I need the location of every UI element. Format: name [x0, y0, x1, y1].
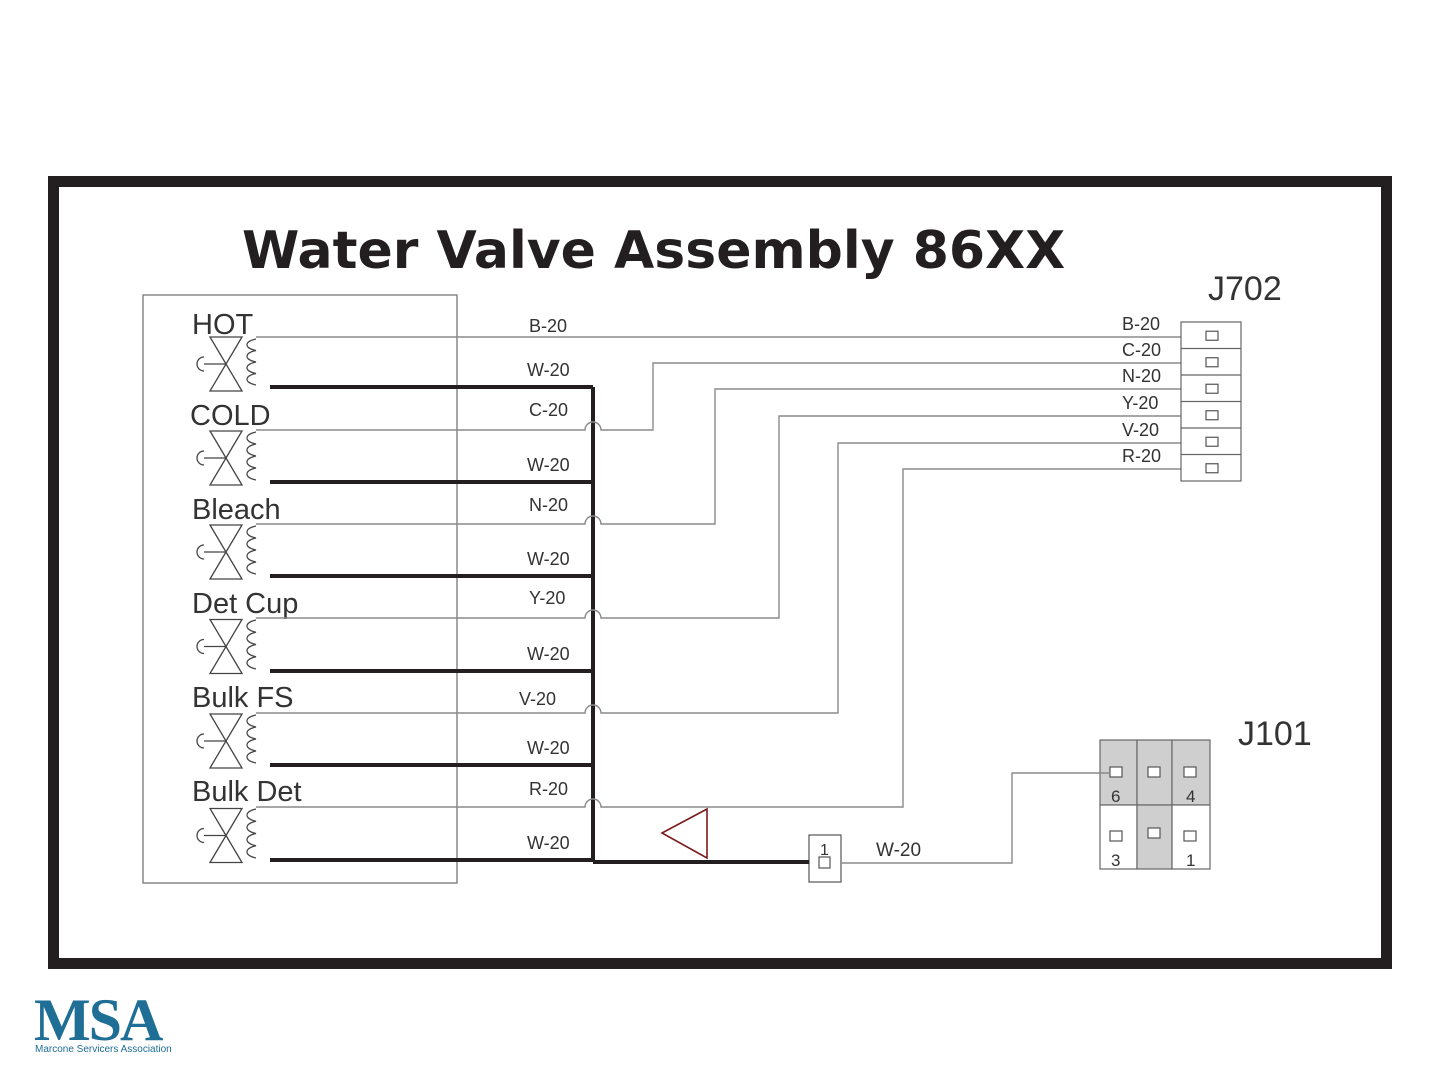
logo-mark: MSA	[34, 990, 161, 1050]
j702-label: J702	[1208, 270, 1282, 308]
j702-pin	[1206, 331, 1218, 340]
j702-pin	[1206, 464, 1218, 473]
splice-connector: 1	[809, 835, 841, 882]
return-wire-label: W-20	[527, 455, 570, 475]
solenoid-valve-icon	[197, 809, 256, 863]
j702-pin	[1206, 437, 1218, 446]
signal-wire	[256, 416, 1181, 618]
return-wire-label: W-20	[527, 833, 570, 853]
signal-wire-label: R-20	[529, 779, 568, 799]
signal-wire-label: Y-20	[529, 588, 565, 608]
j101-pin-label: 1	[1186, 851, 1195, 870]
j101-label: J101	[1238, 715, 1312, 753]
signal-wire-label: B-20	[529, 316, 567, 336]
solenoid-valve-icon	[197, 525, 256, 579]
solenoid-valve-icon	[197, 337, 256, 391]
j702-pin-label: B-20	[1122, 314, 1160, 334]
solenoid-valve-icon	[197, 714, 256, 768]
valve-name: Bleach	[192, 494, 281, 526]
j702-pin-label: C-20	[1122, 340, 1161, 360]
signal-wire-label: N-20	[529, 495, 568, 515]
valve-name: COLD	[190, 400, 271, 432]
wire-group: B-20W-20C-20W-20N-20W-20Y-20W-20V-20W-20…	[256, 316, 1181, 862]
solenoid-valve-icon	[197, 431, 256, 485]
j702-pin	[1206, 411, 1218, 420]
j101-pin-label: 3	[1111, 851, 1120, 870]
logo-tagline: Marcone Servicers Association	[35, 1044, 172, 1055]
return-wire-label: W-20	[527, 549, 570, 569]
msa-logo: MSA Marcone Servicers Association	[34, 990, 184, 1072]
j702-pin-label: Y-20	[1122, 393, 1158, 413]
j101-pin-label: 4	[1186, 787, 1195, 806]
triangle-marker-icon	[662, 809, 707, 858]
return-wire-label: W-20	[527, 644, 570, 664]
valve-name: Bulk FS	[192, 682, 294, 714]
signal-wire	[256, 389, 1181, 524]
return-wire-label: W-20	[527, 738, 570, 758]
splice-wire-label: W-20	[876, 840, 921, 861]
signal-wire-label: C-20	[529, 400, 568, 420]
signal-wire	[256, 469, 1181, 807]
splice-pin-label: 1	[820, 842, 829, 859]
diagram-title: Water Valve Assembly 86XX	[242, 221, 1065, 281]
j702-pin-label: N-20	[1122, 366, 1161, 386]
valve-name: Bulk Det	[192, 776, 302, 808]
j702-pin-label: V-20	[1122, 420, 1159, 440]
j101-connector: 6 4 3 1	[1100, 740, 1210, 870]
j702-connector: B-20C-20N-20Y-20V-20R-20	[1122, 314, 1241, 481]
signal-wire-label: V-20	[519, 689, 556, 709]
j702-pin	[1206, 358, 1218, 367]
signal-wire	[256, 363, 1181, 430]
return-wire-label: W-20	[527, 360, 570, 380]
j101-pin-label: 6	[1111, 787, 1120, 806]
j702-pin	[1206, 384, 1218, 393]
valve-name: HOT	[192, 309, 254, 341]
valve-name: Det Cup	[192, 588, 298, 620]
j702-pin-label: R-20	[1122, 446, 1161, 466]
solenoid-valve-icon	[197, 620, 256, 674]
